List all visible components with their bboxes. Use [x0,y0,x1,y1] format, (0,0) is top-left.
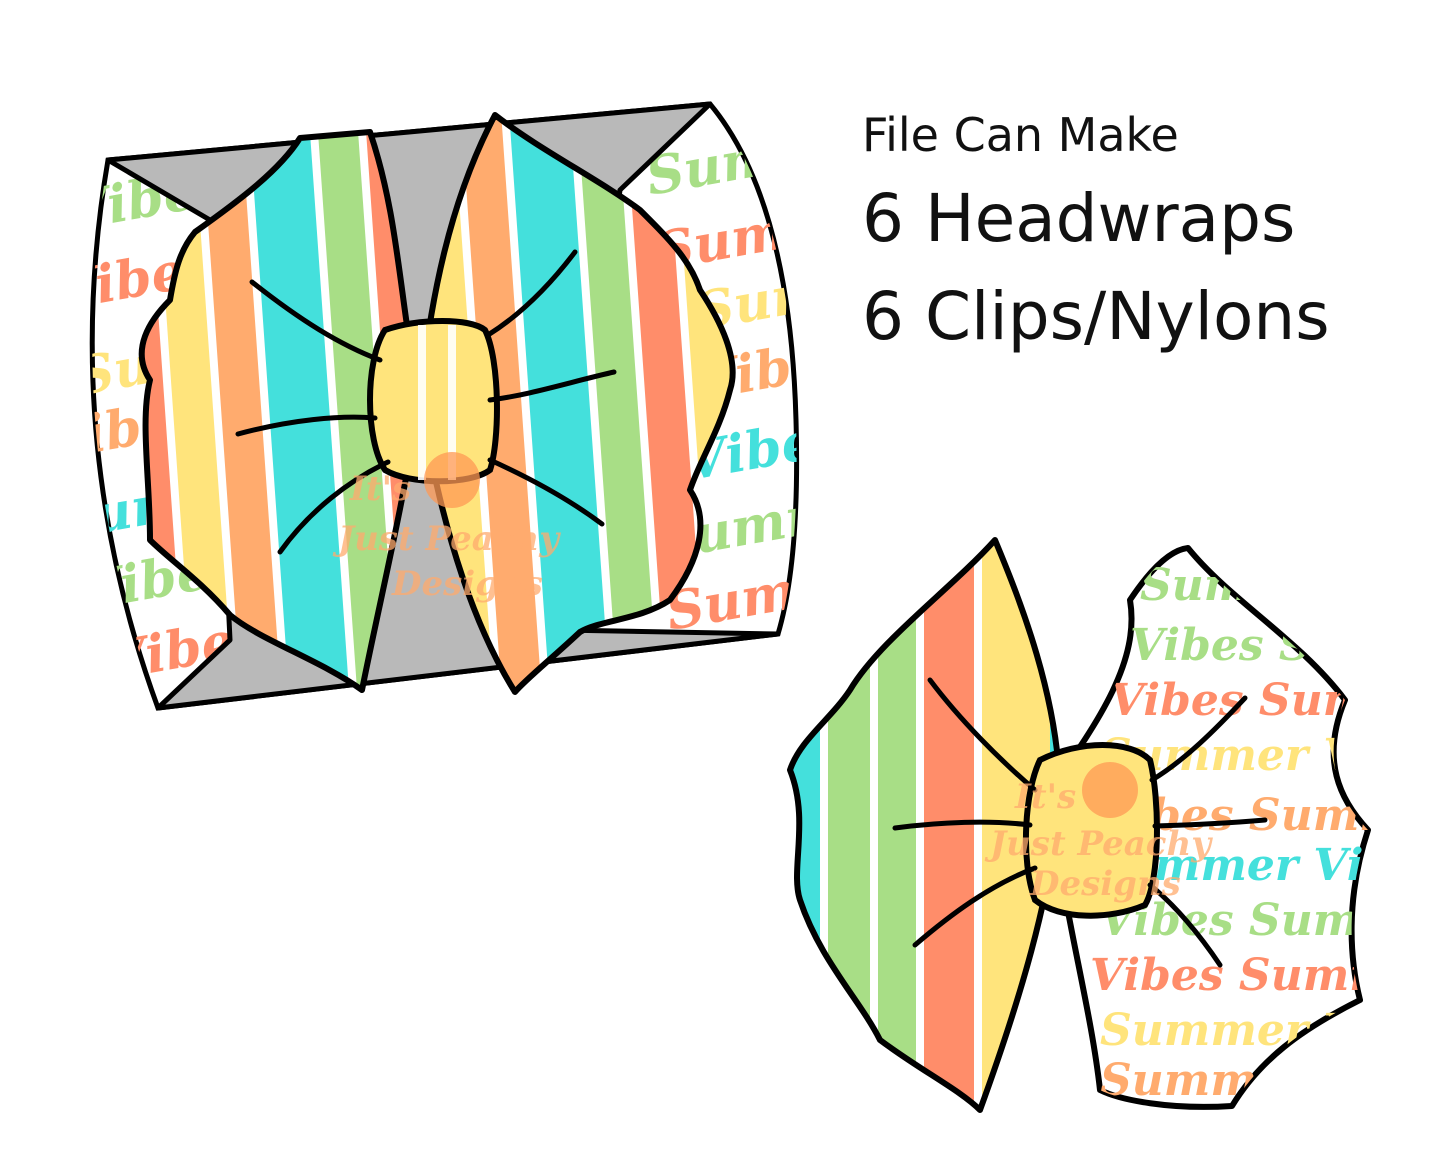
clip-bow: Summer Vibes Summer Vibes Summer Summer … [787,537,1445,1113]
svg-text:Summer: Summer [1100,1055,1311,1106]
svg-text:Summer Vibes: Summer Vibes [1100,1005,1445,1056]
svg-text:Just Peachy: Just Peachy [984,824,1213,864]
caption: File Can Make 6 Headwraps 6 Clips/Nylons [862,100,1330,366]
svg-text:Vibes Summer: Vibes Summer [1130,620,1445,671]
watermark-1: It's Just Peachy Designs [332,452,561,604]
watermark-2: It's Just Peachy Designs [984,762,1213,904]
clip-crease-lines [892,677,1268,968]
caption-line2: 6 Headwraps [862,180,1296,257]
headwrap: Vibes Vibes Summer Vibes Summer Vibes Vi… [89,101,800,711]
svg-text:Designs: Designs [1029,864,1181,904]
svg-text:Vibes Summer: Vibes Summer [1110,675,1445,726]
bow-crease-lines [235,249,617,555]
svg-text:It's: It's [349,469,411,509]
svg-text:Designs: Designs [391,564,543,604]
caption-line3: 6 Clips/Nylons [862,278,1330,355]
svg-text:It's: It's [1014,777,1076,817]
svg-text:Vibes Summer: Vibes Summer [1090,950,1445,1001]
caption-line1: File Can Make [862,108,1179,162]
svg-text:Just Peachy: Just Peachy [332,519,561,559]
